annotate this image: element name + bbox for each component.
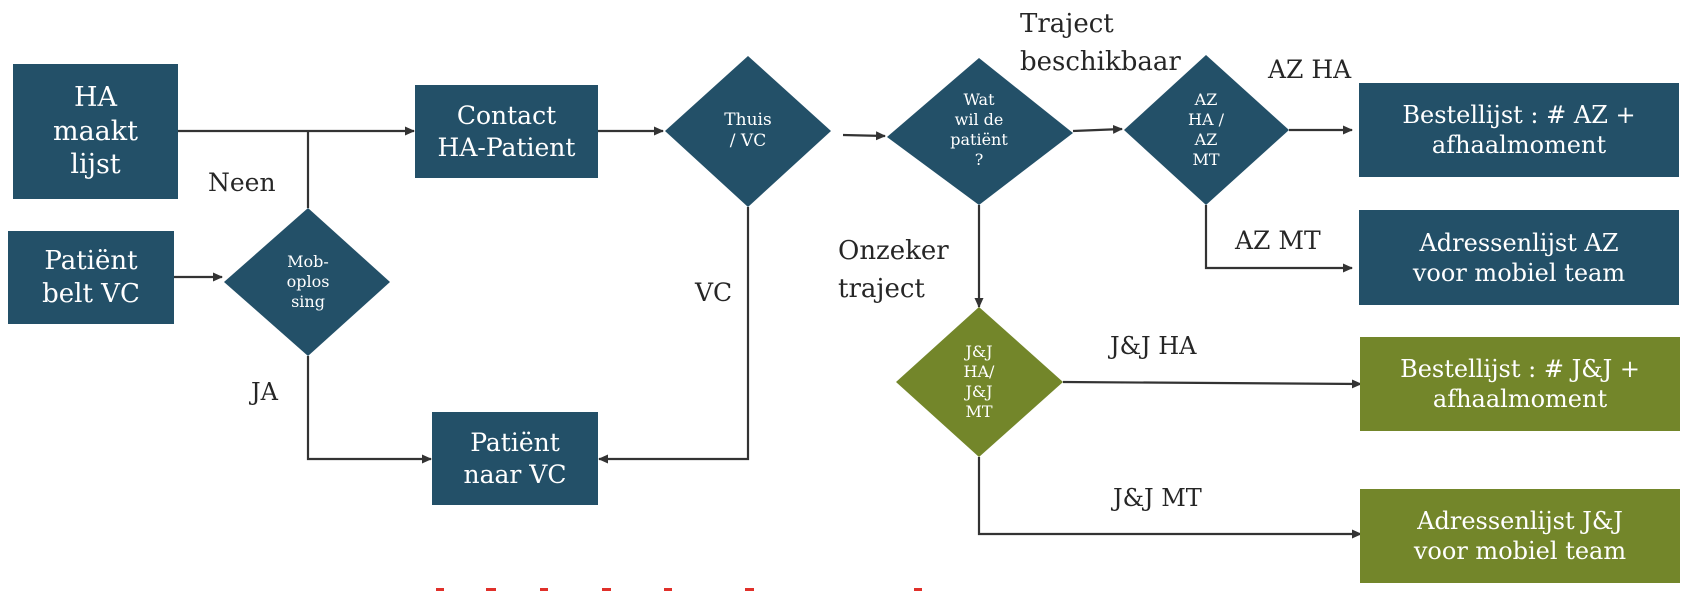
cropped-red-mark <box>486 588 496 591</box>
decision-jj-text: J&J HA/ J&J MT <box>939 330 1019 434</box>
box-patient-to-vc: Patiënt naar VC <box>432 412 598 505</box>
box-order-list-jj-line: afhaalmoment <box>1432 385 1608 413</box>
connector-what-to-az <box>1072 124 1123 134</box>
label-uncertain-line1: Onzeker <box>838 236 949 266</box>
box-order-list-jj: Bestellijst : # J&J + afhaalmoment <box>1360 337 1680 431</box>
decision-home-vc-line: Thuis <box>724 109 772 130</box>
label-ja: JA <box>251 378 278 406</box>
decision-jj-diamond <box>896 307 1063 457</box>
decision-jj-line: HA/ <box>963 362 995 381</box>
label-traject-available-line2: beschikbaar <box>1020 47 1181 77</box>
label-vc: VC <box>695 278 733 307</box>
decision-az-line: MT <box>1192 150 1220 169</box>
decision-home-vc-text: Thuis / VC <box>698 101 798 161</box>
label-traject-available-line1: Traject <box>1020 9 1114 39</box>
connector-home-vc-to-vc <box>598 207 750 464</box>
decision-az-line: AZ <box>1194 130 1218 149</box>
decision-mob-line: oplos <box>286 272 330 291</box>
label-uncertain-line2: traject <box>838 274 925 304</box>
cropped-red-mark <box>540 588 548 591</box>
box-order-list-jj-line: Bestellijst : # J&J + <box>1400 355 1640 383</box>
decision-az-text: AZ HA / AZ MT <box>1166 78 1246 182</box>
decision-what-patient-line: Wat <box>963 90 995 109</box>
box-address-list-jj-line: voor mobiel team <box>1413 537 1627 565</box>
box-patient-to-vc-line: naar VC <box>463 459 567 489</box>
label-jj-mt: J&J MT <box>1113 484 1202 512</box>
box-address-list-az: Adressenlijst AZ voor mobiel team <box>1359 210 1679 305</box>
box-order-list-az-line: Bestellijst : # AZ + <box>1402 101 1636 129</box>
decision-home-vc-diamond <box>665 56 831 207</box>
decision-jj-line: MT <box>965 402 993 421</box>
decision-what-patient-line: patiënt <box>950 130 1008 149</box>
box-address-list-jj-line: Adressenlijst J&J <box>1417 507 1623 535</box>
box-patient-to-vc-line: Patiënt <box>470 428 560 458</box>
cropped-red-mark <box>914 588 922 591</box>
decision-az-diamond <box>1124 55 1289 205</box>
box-address-list-az-line: voor mobiel team <box>1412 258 1626 287</box>
decision-az-line: AZ <box>1194 90 1218 109</box>
decision-az-line: HA / <box>1188 110 1224 129</box>
box-ha-makes-list-line: maakt <box>52 115 138 147</box>
decision-mob-line: sing <box>291 292 325 311</box>
box-ha-makes-list-line: HA <box>73 81 118 113</box>
connector-az-mt-to-address <box>1204 205 1353 273</box>
cropped-red-mark <box>436 588 444 591</box>
box-ha-makes-list-line: lijst <box>70 149 121 181</box>
cropped-red-mark <box>664 588 672 591</box>
box-order-list-az-line: afhaalmoment <box>1431 131 1607 159</box>
box-patient-calls-vc-line: belt VC <box>42 278 140 309</box>
label-jj-ha: J&J HA <box>1110 332 1197 360</box>
label-az-ha: AZ HA <box>1268 55 1352 84</box>
cropped-red-mark <box>745 588 754 591</box>
box-ha-makes-list: HA maakt lijst <box>13 64 178 199</box>
decision-mob-line: Mob- <box>287 252 329 271</box>
decision-jj-line: J&J <box>965 382 993 401</box>
connector-home-to-what <box>842 131 886 141</box>
box-patient-calls-vc: Patiënt belt VC <box>8 231 174 324</box>
decision-mob-diamond <box>224 208 390 356</box>
decision-what-patient-line: ? <box>974 150 984 169</box>
label-neen: Neen <box>208 168 276 197</box>
cropped-red-mark <box>602 588 611 591</box>
box-contact-line: HA-Patient <box>437 132 576 162</box>
box-contact-ha-patient: Contact HA-Patient <box>415 85 598 178</box>
box-address-list-az-line: Adressenlijst AZ <box>1419 228 1619 257</box>
decision-home-vc-line: / VC <box>729 131 767 151</box>
box-contact-line: Contact <box>456 101 557 131</box>
decision-mob-text: Mob- oplos sing <box>258 242 358 322</box>
decision-shapes <box>224 55 1289 457</box>
decision-what-patient-line: wil de <box>954 110 1004 129</box>
box-patient-calls-vc-line: Patiënt <box>44 246 138 276</box>
decision-jj-line: J&J <box>965 342 993 361</box>
label-az-mt: AZ MT <box>1235 226 1321 255</box>
decision-what-patient-diamond <box>887 58 1073 205</box>
connector-jj-mt-to-address <box>977 457 1362 539</box>
connector-mob-ja-to-vc <box>306 356 432 464</box>
connectors <box>174 124 1362 539</box>
decision-what-patient-text: Wat wil de patiënt ? <box>929 80 1029 180</box>
box-order-list-az: Bestellijst : # AZ + afhaalmoment <box>1359 83 1679 177</box>
connector-jj-ha-to-order <box>1062 379 1362 389</box>
box-address-list-jj: Adressenlijst J&J voor mobiel team <box>1360 489 1680 583</box>
